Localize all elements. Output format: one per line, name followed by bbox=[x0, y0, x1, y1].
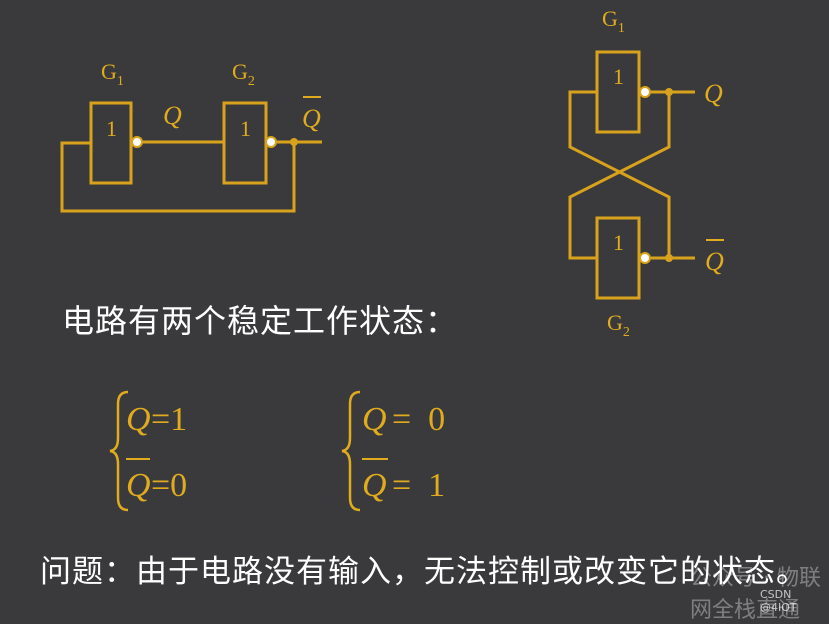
right-wire-q-feedback bbox=[568, 92, 671, 260]
right-gate1-label: G1 bbox=[602, 6, 625, 36]
left-gate-g1 bbox=[89, 101, 133, 185]
right-gate2-label: G2 bbox=[607, 310, 630, 340]
left-gate1-label: G1 bbox=[101, 59, 124, 89]
state1-qbar: Q bbox=[126, 467, 151, 504]
state1-eq1: =1 bbox=[151, 401, 187, 438]
right-g1-inversion-bubble bbox=[639, 86, 651, 98]
state1-q: Q bbox=[126, 401, 151, 438]
state1-brace bbox=[109, 390, 129, 512]
right-gate1-symbol: 1 bbox=[613, 64, 624, 89]
right-g2-inversion-bubble bbox=[639, 252, 651, 264]
left-gate2-symbol: 1 bbox=[240, 116, 251, 141]
right-junction-dot-q bbox=[665, 88, 673, 96]
left-junction-dot bbox=[290, 138, 298, 146]
flip-flop-diagram: G1 G2 1 1 Q Q G1 G2 1 1 Q Q Q =1 Q =0 Q … bbox=[60, 6, 724, 512]
problem-statement: 问题：由于电路没有输入，无法控制或改变它的状态。 bbox=[40, 554, 808, 590]
state2-q: Q bbox=[362, 401, 387, 438]
state1-eq2: =0 bbox=[151, 467, 187, 504]
left-g1-inversion-bubble bbox=[131, 136, 143, 148]
left-gate2-label: G2 bbox=[232, 59, 255, 89]
left-circuit bbox=[60, 101, 322, 213]
left-q-label: Q bbox=[163, 101, 182, 130]
left-wire-feedback bbox=[60, 141, 296, 213]
right-circuit bbox=[568, 50, 695, 300]
state2-qbar: Q bbox=[362, 467, 387, 504]
right-q-label: Q bbox=[704, 79, 723, 108]
heading-stable-states: 电路有两个稳定工作状态： bbox=[62, 302, 459, 340]
left-gate1-symbol: 1 bbox=[106, 116, 117, 141]
right-qbar-label: Q bbox=[705, 247, 724, 276]
right-wire-qbar-feedback bbox=[568, 90, 671, 258]
left-qbar-label: Q bbox=[302, 104, 321, 133]
right-junction-dot-qbar bbox=[665, 254, 673, 262]
left-gate-g2 bbox=[222, 101, 268, 185]
credit-text: CSDN @4IOT bbox=[760, 588, 797, 614]
state2-eq2: = 1 bbox=[392, 467, 445, 504]
left-g2-inversion-bubble bbox=[265, 136, 277, 148]
right-gate2-symbol: 1 bbox=[613, 230, 624, 255]
state2-eq1: = 0 bbox=[392, 401, 445, 438]
state2-brace bbox=[341, 390, 361, 512]
